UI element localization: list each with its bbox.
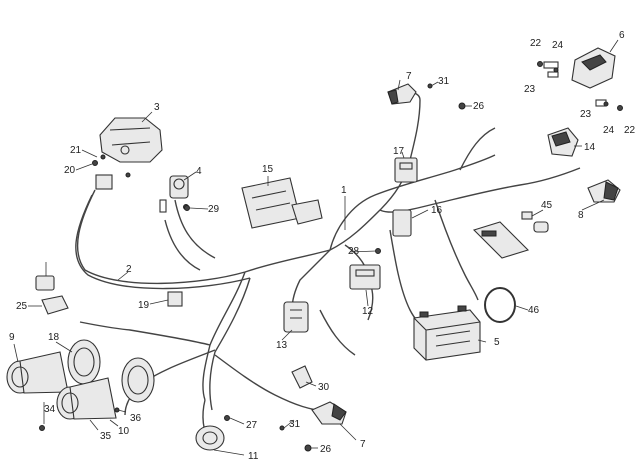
callout-36: 36	[130, 413, 142, 424]
ignition-switch	[159, 175, 189, 213]
callout-34: 34	[44, 404, 56, 415]
starter-relay	[349, 264, 381, 290]
callout-26-upper: 26	[473, 101, 485, 112]
callout-13: 13	[276, 340, 288, 351]
handlebar-switch	[95, 117, 163, 190]
screws-misc	[39, 83, 466, 452]
callout-17: 17	[393, 146, 405, 157]
front-turn-signal-lower	[311, 401, 347, 425]
callout-10: 10	[118, 426, 130, 437]
callout-45: 45	[541, 200, 553, 211]
rear-reflector-light	[547, 127, 579, 157]
callout-6: 6	[619, 30, 625, 41]
callout-7-upper: 7	[406, 71, 412, 82]
headlight-left	[6, 339, 101, 394]
callout-35: 35	[100, 431, 112, 442]
o-ring	[484, 287, 516, 323]
callout-23-right: 23	[580, 109, 592, 120]
ignition-coil	[283, 301, 309, 333]
callout-30: 30	[318, 382, 330, 393]
callout-31-upper: 31	[438, 76, 450, 87]
leader-lines	[13, 39, 619, 456]
callout-18: 18	[48, 332, 60, 343]
control-unit	[241, 177, 323, 229]
callout-29: 29	[208, 204, 220, 215]
callout-2: 2	[126, 264, 132, 275]
bracket-25	[41, 295, 69, 315]
callout-3: 3	[154, 102, 160, 113]
callout-21: 21	[70, 145, 82, 156]
callout-4: 4	[196, 166, 202, 177]
rear-turn-signal	[587, 179, 621, 203]
callout-8-rear: 8	[578, 210, 584, 221]
callout-15: 15	[262, 164, 274, 175]
callout-24-right: 24	[603, 125, 615, 136]
headlight-right	[56, 357, 155, 420]
callout-20: 20	[64, 165, 76, 176]
callout-24-top: 24	[552, 40, 564, 51]
callout-25: 25	[16, 301, 28, 312]
callout-7-lower: 7	[360, 439, 366, 450]
horn	[195, 425, 225, 451]
tail-light-assembly	[543, 47, 616, 89]
callout-22-top: 22	[530, 38, 542, 49]
callout-14: 14	[584, 142, 596, 153]
callout-labels: 1 2 3 4 5 6 7 7 8 9 10 11 12 13 14 15 16…	[9, 30, 636, 462]
relay-17	[394, 157, 418, 183]
callout-16: 16	[431, 205, 443, 216]
spark-plug-cap	[291, 365, 313, 389]
callout-19: 19	[138, 300, 150, 311]
callout-31-lower: 31	[289, 419, 301, 430]
callout-1: 1	[341, 185, 347, 196]
bolt-28	[375, 248, 381, 254]
callout-22-right: 22	[624, 125, 636, 136]
front-turn-signal-upper	[387, 83, 417, 105]
connector-16	[392, 209, 412, 237]
manual-pack	[472, 221, 530, 259]
callout-9: 9	[9, 332, 15, 343]
screws-20-21	[92, 154, 131, 178]
callout-46: 46	[528, 305, 540, 316]
callout-23-top: 23	[524, 84, 536, 95]
connector-19	[167, 291, 183, 307]
bolts-22-24	[537, 61, 623, 111]
callout-12: 12	[362, 306, 374, 317]
connector-8-left	[35, 275, 55, 291]
battery	[413, 305, 481, 361]
callout-11: 11	[248, 451, 259, 462]
callout-26-lower: 26	[320, 444, 332, 455]
bulb-45	[521, 211, 549, 233]
callout-27: 27	[246, 420, 258, 431]
callout-5: 5	[494, 337, 500, 348]
callout-28: 28	[348, 246, 360, 257]
